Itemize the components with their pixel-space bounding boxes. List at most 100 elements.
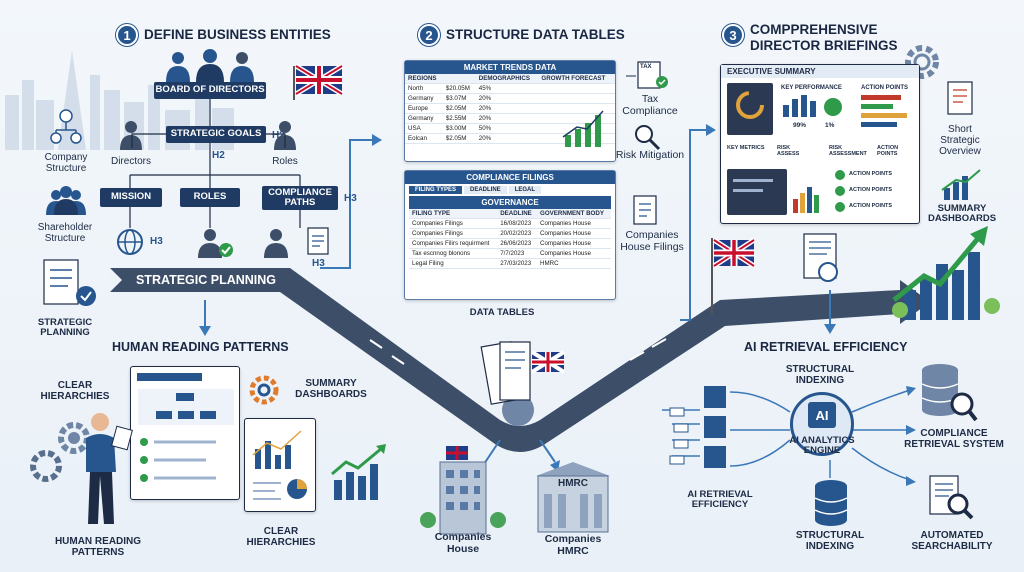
dark-chart-bars [733,179,773,192]
compliance-cell-4-0: Legal Filing [409,258,498,269]
compliance-cell-2-2: Companies House [537,238,611,249]
strategic-goals-box: STRATEGIC GOALS [166,126,266,143]
market-cell-0-1: $20.05M [442,83,476,94]
compliance-retrieval-system-label: COMPLIANCE RETRIEVAL SYSTEM [904,428,1004,450]
strategic-planning-banner: STRATEGIC PLANNING [135,273,277,287]
road-shape [110,268,930,452]
compliance-cell-2-0: Companies Filirs requirment [409,238,498,249]
step-2-number: 2 [418,24,440,46]
gauge-icon [736,91,764,119]
compliance-filings-title: COMPLIANCE FILINGS [405,171,615,184]
action-points-label-2: ACTION POINTS [877,145,899,157]
strategic-planning-label: STRATEGIC PLANNING [37,317,93,339]
mission-box: MISSION [100,188,162,207]
market-cell-0-0: North [405,83,443,94]
market-cell-empty [538,93,615,104]
companies-house-building-icon [420,446,506,535]
database-search-icon [921,364,978,422]
compliance-cell-0-1: 16/08/2023 [497,218,537,229]
risk-search-icon [635,125,661,151]
market-cell-5-0: Eolcan [405,133,443,144]
compliance-cell-4-2: HMRC [537,258,611,269]
h3-label-c: H3 [312,258,325,269]
market-header-3: GROWTH FORECAST [538,74,615,84]
human-reading-title: HUMAN READING PATTERNS [112,340,289,354]
uk-flag-pole-icon [711,237,756,314]
director-person-icon [120,121,142,150]
structural-indexing-label-1: STRUCTURAL INDEXING [785,364,855,386]
directors-label: Directors [110,156,151,167]
structural-indexing-label-2: STRUCTURAL INDEXING [795,530,865,552]
market-cell-0-2: 45% [475,83,539,94]
compliance-tab-0: FILING TYPES [409,186,463,194]
gear-icon-orange [249,375,279,405]
clear-hierarchies-label-2: CLEAR HIERARCHIES [246,526,316,548]
company-structure-label: Company Structure [44,152,88,174]
risk-mitigation-label: Risk Mitigation [615,149,685,161]
ai-retrieval-efficiency-label: AI RETRIEVAL EFFICIENCY [687,489,753,511]
action-points-label-1: ACTION POINTS [861,85,909,91]
tax-compliance-label: Tax Compliance [622,93,678,117]
companies-house-label: Companies House [434,531,492,555]
tax-doc-label: TAX [640,64,652,70]
market-cell-5-1: $2.05M [442,133,476,144]
key-performance-label: KEY PERFORMANCE [781,85,842,91]
role-person-check-icon [198,229,233,258]
shareholder-structure-label: Shareholder Structure [37,222,93,244]
step-1-title: DEFINE BUSINESS ENTITIES [144,27,331,42]
companies-house-filings-label: Companies House Filings [620,229,684,253]
checklist-icon [140,438,216,482]
short-strategic-overview-label: Short Strategic Overview [939,124,981,157]
market-cell-2-1: $2.05M [442,103,476,114]
action-point-check-icons [835,170,845,212]
market-header-0: REGIONS [405,74,443,84]
market-cell-3-1: $2.55M [442,113,476,124]
market-cell-empty [538,83,615,94]
automated-searchability-label: AUTOMATED SEARCHABILITY [911,530,993,552]
market-cell-2-2: 20% [475,103,539,114]
compliance-cell-3-0: Tax escnnog blonons [409,248,498,259]
market-cell-4-0: USA [405,123,443,134]
clear-hierarchies-label-1: CLEAR HIERARCHIES [40,380,110,402]
summary-dashboards-label-human: SUMMARY DASHBOARDS [295,378,367,400]
gear-icon-large [30,450,62,482]
data-tables-label: DATA TABLES [469,307,535,318]
hierarchy-chart-icon [138,389,234,425]
compliance-cell-2-1: 26/06/2023 [497,238,537,249]
market-header-2: DEMOGRAPHICS [475,74,539,84]
market-cell-1-2: 20% [475,93,539,104]
h2-label-a: H2 [272,130,285,141]
step-3-number: 3 [722,24,744,46]
market-cell-5-2: 20% [475,133,539,144]
h3-label-b: H3 [150,236,163,247]
compliance-cell-1-0: Companies Filings [409,228,498,239]
compliance-header-1: DEADLINE [497,209,537,219]
tax-doc-icon [626,61,668,89]
compliance-tab-2: LEGAL [508,186,542,194]
strategic-planning-icon [43,259,96,306]
dark-chart-card [727,169,787,215]
step-1-number: 1 [116,24,138,46]
trend-bar-chart-icon [331,444,386,500]
roles-small-label: Roles [272,156,298,167]
ai-retrieval-title: AI RETRIEVAL EFFICIENCY [744,340,908,354]
compliance-tab-1: DEADLINE [464,186,507,194]
board-of-directors-box: BOARD OF DIRECTORS [154,82,266,99]
action-point-b: ACTION POINTS [849,187,893,193]
h3-label-a: H3 [344,193,357,204]
hmrc-sign: HMRC [558,478,588,489]
compliance-cell-4-1: 27/03/2023 [497,258,537,269]
compliance-cell-0-0: Companies Filings [409,218,498,229]
globe-icon [117,229,143,255]
compliance-cell-1-1: 20/02/2023 [497,228,537,239]
